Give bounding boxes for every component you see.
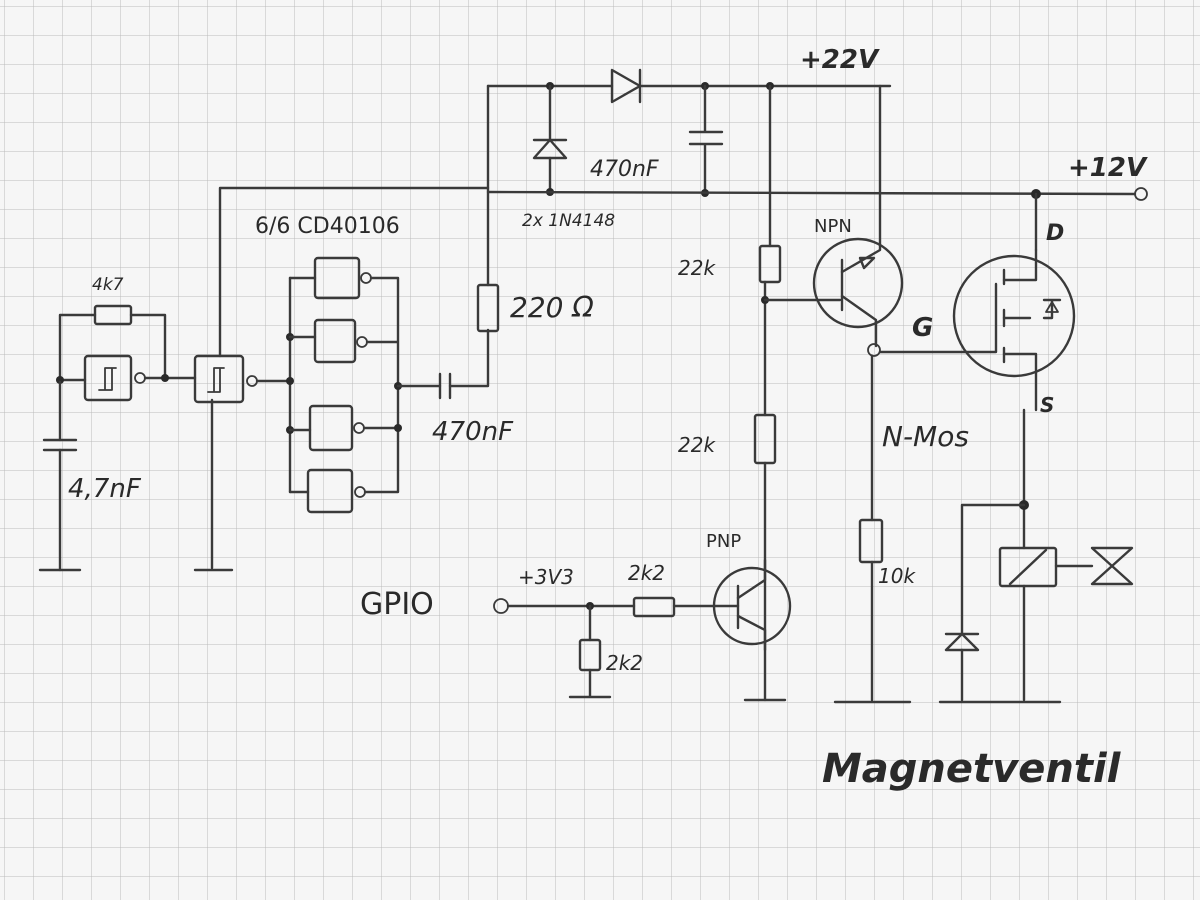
drain-label: D xyxy=(1046,221,1064,246)
r-feedback-label: 4k7 xyxy=(92,275,124,295)
nmos-transistor xyxy=(952,254,1076,378)
supply-12v-rail: +12V xyxy=(486,153,1148,201)
r-upper-label: 22k xyxy=(678,256,716,280)
driver-stage: 22k 22k NPN G 10k N-Mos PNP GPIO xyxy=(360,84,977,704)
gpio-label: GPIO xyxy=(360,587,434,622)
c-pump-label: 470nF xyxy=(590,157,659,182)
inverter-3 xyxy=(313,256,361,300)
valve-label: Magnetventil xyxy=(822,746,1122,792)
nmos-label: N-Mos xyxy=(882,420,969,453)
oscillator-section: 4k7 4,7nF 6/6 CD40106 xyxy=(38,84,594,572)
charge-pump: 470nF 2x 1N4148 +22V xyxy=(486,45,892,231)
diodes-label: 2x 1N4148 xyxy=(522,211,615,231)
gate-label: G xyxy=(912,313,933,343)
r-base-label: 2k2 xyxy=(628,561,665,585)
c-coupling-label: 470nF xyxy=(432,417,514,447)
inverter-5 xyxy=(308,404,354,452)
r-pulldown-label: 2k2 xyxy=(606,651,643,675)
v33-label: +3V3 xyxy=(518,565,574,589)
inverter-4 xyxy=(313,318,357,364)
npn-label: NPN xyxy=(814,216,852,237)
r-lower-label: 22k xyxy=(678,433,716,457)
inverter-1 xyxy=(83,354,133,402)
mosfet-stage: D S Magnetventil xyxy=(822,192,1134,792)
inverter-6 xyxy=(306,468,354,514)
npn-transistor xyxy=(812,237,904,329)
source-label: S xyxy=(1040,393,1054,417)
r-gate-label: 10k xyxy=(878,564,916,588)
r-series-label: 220 Ω xyxy=(510,291,594,324)
c-timing-label: 4,7nF xyxy=(68,474,142,504)
pnp-label: PNP xyxy=(706,531,741,552)
chip-label: 6/6 CD40106 xyxy=(255,214,400,239)
supply-high-label: +22V xyxy=(800,45,880,75)
supply-mid-label: +12V xyxy=(1068,153,1148,183)
